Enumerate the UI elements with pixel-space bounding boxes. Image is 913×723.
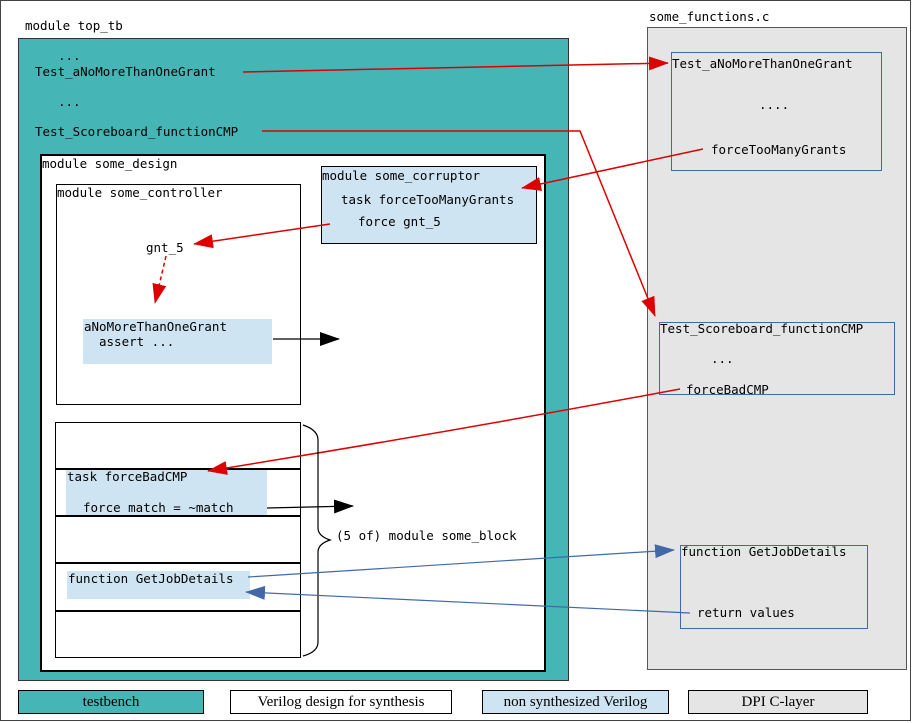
some-design-title: module some_design xyxy=(42,156,178,171)
gnt-signal: gnt_5 xyxy=(146,240,184,255)
top-tb-title: module top_tb xyxy=(25,18,123,33)
arrow-return-values xyxy=(245,585,691,614)
force-bad-cmp-block xyxy=(66,470,267,515)
top-tb-dots-2: ... xyxy=(58,94,81,109)
block-divider xyxy=(55,610,301,612)
block-divider xyxy=(55,562,301,564)
arrow-test-scoreboard-to-c xyxy=(262,130,656,317)
c-return-values: return values xyxy=(697,605,795,620)
get-job-details-function: function GetJobDetails xyxy=(68,571,234,586)
some-block-brace xyxy=(302,424,332,657)
legend-testbench: testbench xyxy=(18,690,204,714)
assert-block xyxy=(83,319,272,364)
c-scoreboard-dots: ... xyxy=(711,351,734,366)
c-force-too-many-grants-call: forceTooManyGrants xyxy=(711,142,847,157)
some-block-stack xyxy=(55,422,301,658)
some-controller-module xyxy=(56,184,301,405)
force-gnt-statement: force gnt_5 xyxy=(358,214,441,229)
c-grant-function xyxy=(671,52,882,171)
legend-non-synthesized: non synthesized Verilog xyxy=(482,690,669,714)
some-corruptor-title: module some_corruptor xyxy=(322,168,481,183)
assert-name: aNoMoreThanOneGrant xyxy=(84,319,227,334)
legend-dpi-c-layer: DPI C-layer xyxy=(688,690,868,714)
get-job-details-block xyxy=(67,571,250,599)
test-scoreboard-call: Test_Scoreboard_functionCMP xyxy=(35,124,239,139)
c-force-bad-cmp-call: forceBadCMP xyxy=(686,382,769,397)
some-corruptor-module xyxy=(321,166,537,244)
arrow-force-to-gnt xyxy=(193,223,331,249)
arrow-test-grant-to-c xyxy=(242,56,669,73)
arrow-gnt-to-assert xyxy=(152,255,167,304)
dpi-c-layer xyxy=(647,27,907,670)
c-grant-dots: .... xyxy=(759,97,790,112)
force-bad-cmp-task: task forceBadCMP xyxy=(67,469,188,484)
c-scoreboard-title: Test_Scoreboard_functionCMP xyxy=(660,321,864,336)
some-controller-title: module some_controller xyxy=(57,185,223,200)
c-file-title: some_functions.c xyxy=(649,9,770,24)
block-divider xyxy=(55,468,301,470)
block-divider xyxy=(55,515,301,517)
some-block-label: (5 of) module some_block xyxy=(336,528,517,543)
arrow-force-match-output xyxy=(266,499,354,514)
c-get-job-details-title: function GetJobDetails xyxy=(681,544,847,559)
arrow-force-bad-cmp-to-task xyxy=(207,388,681,475)
assert-text: assert ... xyxy=(99,334,175,349)
legend-synthesis: Verilog design for synthesis xyxy=(230,690,452,714)
top-tb-dots-1: ... xyxy=(58,48,81,63)
arrow-call-get-job-details xyxy=(247,544,675,578)
c-scoreboard-function xyxy=(659,322,895,395)
force-too-many-grants-task: task forceTooManyGrants xyxy=(341,192,515,207)
force-match-statement: force match = ~match xyxy=(83,500,234,515)
c-grant-title: Test_aNoMoreThanOneGrant xyxy=(672,56,853,71)
test-grant-call: Test_aNoMoreThanOneGrant xyxy=(35,64,216,79)
arrow-force-grants-to-task xyxy=(521,148,704,191)
c-get-job-details-function xyxy=(680,545,868,629)
